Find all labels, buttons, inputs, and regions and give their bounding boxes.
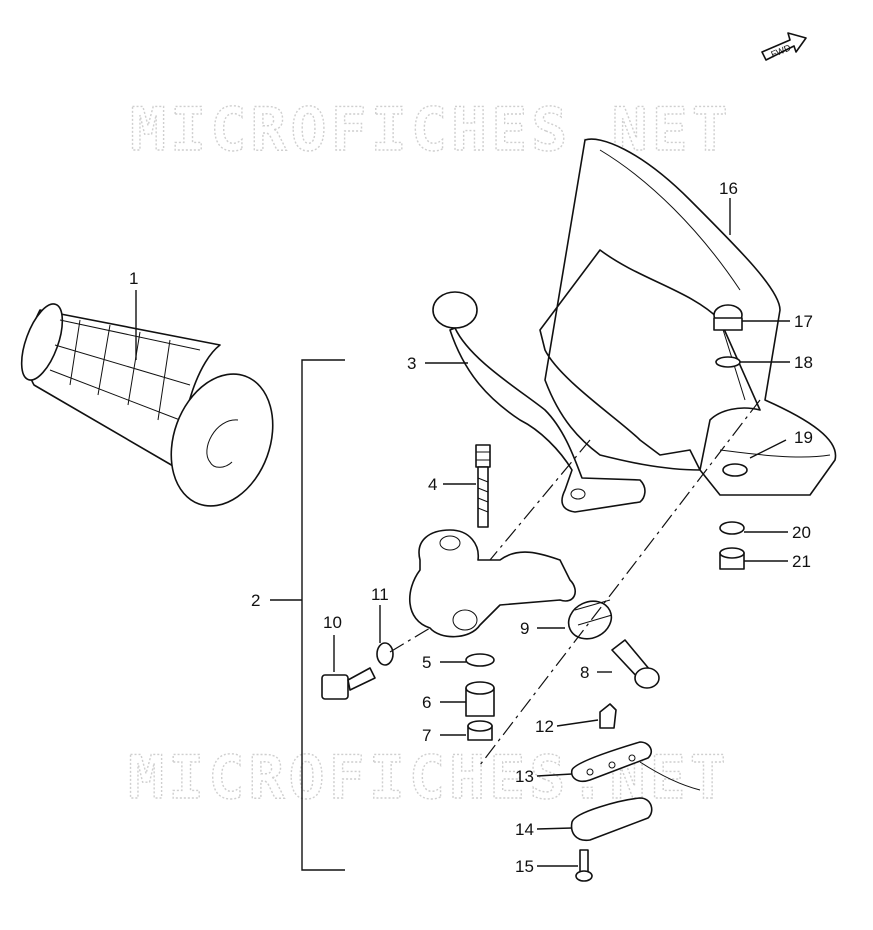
callout-5: 5	[422, 653, 431, 672]
center-line-3	[389, 627, 431, 653]
adjuster-part	[567, 599, 613, 640]
callout-1: 1	[129, 269, 138, 288]
clip-12-part	[599, 703, 617, 729]
center-line-1	[489, 439, 591, 561]
bolt-10-part	[321, 667, 376, 700]
bolt-part	[611, 639, 660, 689]
callout-21: 21	[792, 552, 811, 571]
callout-15: 15	[515, 857, 534, 876]
callout-10: 10	[323, 613, 342, 632]
watermark-top: MICROFICHES.NET	[130, 95, 732, 165]
washer-11-part	[376, 642, 394, 666]
callout-16: 16	[719, 179, 738, 198]
leader-lines	[135, 198, 790, 867]
callout-3: 3	[407, 354, 416, 373]
fwd-arrow-icon: FWD	[761, 32, 807, 61]
callout-13: 13	[515, 767, 534, 786]
nut-21-part	[719, 547, 745, 570]
lever-part	[432, 291, 646, 513]
callout-17: 17	[794, 312, 813, 331]
grip-part	[20, 303, 274, 507]
collar-part	[465, 681, 495, 717]
callout-9: 9	[520, 619, 529, 638]
nut-7-part	[467, 720, 493, 741]
center-line-2	[479, 399, 761, 766]
spacer-19-part	[722, 463, 748, 477]
callout-7: 7	[422, 726, 431, 745]
callout-4: 4	[428, 475, 437, 494]
callout-6: 6	[422, 693, 431, 712]
washer-20-part	[719, 521, 745, 535]
callout-20: 20	[792, 523, 811, 542]
callout-11: 11	[371, 585, 389, 604]
screw-15-part	[575, 849, 593, 882]
cap-nut-17-part	[713, 304, 743, 331]
holder-14-part	[570, 797, 653, 842]
washer-18-part	[715, 356, 741, 368]
screw-part	[475, 444, 491, 528]
callout-8: 8	[580, 663, 589, 682]
lever-holder-part	[409, 529, 576, 638]
callout-14: 14	[515, 820, 534, 839]
plate-13-part	[570, 741, 701, 791]
callout-12: 12	[535, 717, 554, 736]
callout-18: 18	[794, 353, 813, 372]
callout-2: 2	[251, 591, 260, 610]
washer-5-part	[465, 653, 495, 667]
hand-guard-part	[539, 138, 837, 496]
bracket-part-2	[301, 359, 345, 871]
callout-19: 19	[794, 428, 813, 447]
fwd-label: FWD	[769, 42, 792, 59]
